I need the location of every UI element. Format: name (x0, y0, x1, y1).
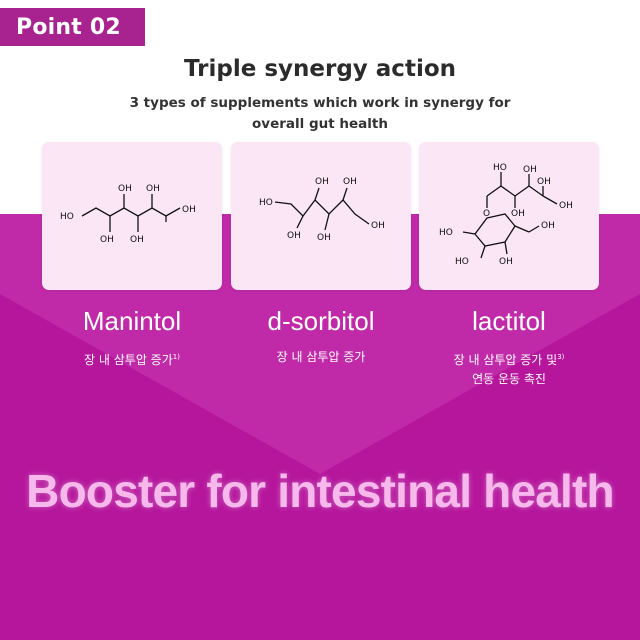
mannitol-label-oh-2: OH (100, 235, 114, 245)
lactitol-label-oh-6: OH (541, 221, 555, 231)
lactitol-label-ho-2: HO (439, 228, 453, 238)
sorbitol-label-oh-2: OH (287, 231, 301, 241)
molecule-card-sorbitol: HO OH OH OH OH OH (231, 142, 411, 290)
supplement-desc-1-text: 장 내 삼투압 증가 (84, 353, 173, 367)
mannitol-label-oh-5: OH (146, 184, 160, 194)
sorbitol-label-oh-5: OH (343, 177, 357, 187)
mannitol-label-oh-4: OH (130, 235, 144, 245)
point-badge-label: Point 02 (16, 14, 121, 40)
sorbitol-label-ho: HO (259, 198, 273, 208)
supplement-desc-3-text-line2: 연동 운동 촉진 (472, 372, 546, 386)
molecule-card-lactitol: HO OH OH OH OH O HO HO OH OH (419, 142, 599, 290)
lactitol-label-oh-1: OH (559, 201, 573, 211)
lactitol-structure-icon: HO OH OH OH OH O HO HO OH OH (439, 163, 573, 267)
supplement-desc-2: 장 내 삼투압 증가 (221, 348, 421, 367)
lactitol-label-oh-5: OH (499, 257, 513, 267)
sorbitol-label-oh-3: OH (315, 177, 329, 187)
supplement-desc-2-text: 장 내 삼투압 증가 (276, 350, 366, 364)
mannitol-structure-icon: HO OH OH OH OH OH (60, 184, 196, 245)
sorbitol-label-oh-1: OH (371, 221, 385, 231)
mannitol-label-ho-1: HO (60, 212, 74, 222)
sorbitol-structure-icon: HO OH OH OH OH OH (259, 177, 385, 243)
mannitol-label-oh-1: OH (182, 205, 196, 215)
lactitol-label-ho-3: HO (455, 257, 469, 267)
supplement-name-3: lactitol (472, 306, 546, 336)
page-title: Triple synergy action (183, 56, 456, 82)
booster-banner: Booster for intestinal health (26, 465, 614, 517)
lactitol-label-oh-3: OH (537, 177, 551, 187)
supplement-name-2: d-sorbitol (267, 306, 375, 336)
supplement-desc-3-text: 장 내 삼투압 증가 및 (453, 353, 558, 367)
supplement-desc-3-footnote: 3) (557, 353, 565, 361)
sorbitol-label-oh-4: OH (317, 233, 331, 243)
supplement-desc-1-footnote: 1) (172, 353, 180, 361)
supplement-name-1: Manintol (82, 306, 182, 336)
lactitol-label-oh-4: OH (511, 209, 525, 219)
lactitol-label-oh-2: OH (523, 165, 537, 175)
lactitol-label-ho: HO (493, 163, 507, 173)
mannitol-label-oh-3: OH (118, 184, 132, 194)
molecule-card-mannitol: HO OH OH OH OH OH (42, 142, 222, 290)
page-subtitle: 3 types of supplements which work in syn… (129, 95, 511, 132)
supplement-desc-3: 장 내 삼투압 증가 및3) 연동 운동 촉진 (409, 348, 609, 389)
point-badge: Point 02 (0, 8, 145, 46)
lactitol-label-o-1: O (483, 209, 490, 219)
supplement-desc-1: 장 내 삼투압 증가1) (32, 348, 232, 370)
